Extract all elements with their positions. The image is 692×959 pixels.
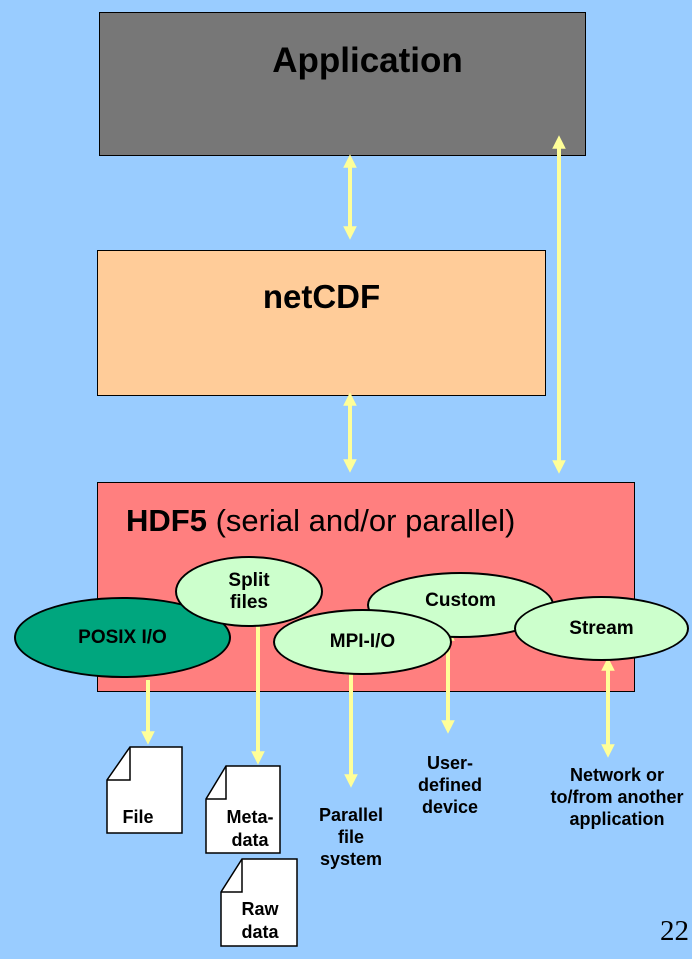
page-number: 22 (660, 915, 689, 947)
network-label: Network or to/from another application (550, 765, 684, 829)
mpi-io-driver: MPI-I/O (273, 609, 452, 675)
application-title: Application (272, 41, 463, 80)
file-label: File (122, 807, 154, 827)
split-files-driver: Split files (175, 556, 323, 627)
rawdata-label: Raw data (241, 899, 279, 942)
hdf5-title: HDF5 (serial and/or parallel) (126, 503, 515, 539)
file-document (106, 746, 183, 834)
hdf5-name: HDF5 (126, 503, 207, 538)
user-device-label: User-defined device (417, 753, 482, 817)
metadata-document (205, 765, 281, 854)
netcdf-box: netCDF (97, 250, 546, 396)
stream-driver: Stream (514, 596, 689, 661)
parallel-fs-label: Parallel file system (318, 805, 384, 869)
netcdf-title: netCDF (262, 278, 381, 315)
metadata-label: Meta-data (226, 807, 274, 850)
application-box: Application (99, 12, 586, 156)
hdf5-subtitle: (serial and/or parallel) (206, 503, 516, 538)
rawdata-document (220, 858, 298, 947)
